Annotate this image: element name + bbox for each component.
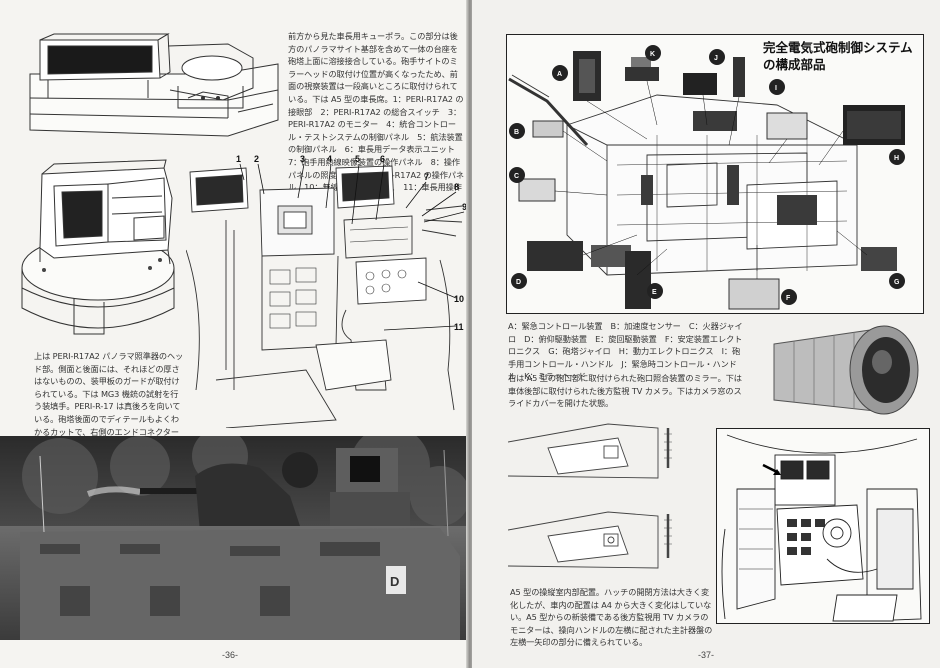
peri-r17a2-head-drawing [14,158,182,340]
callout-9: 9 [462,202,467,212]
page-number-left: -36- [222,650,239,660]
rear-tv-camera-drawings [508,418,698,586]
callout-11: 11 [454,322,464,332]
callout-1: 1 [236,154,241,164]
component-legend: A：緊急コントロール装置 B：加速度センサー C：火器ジャイロ D：俯仰駆動装置… [508,321,743,382]
part-label-j: J [714,55,718,62]
book-gutter [466,0,474,668]
callout-2: 2 [254,154,259,164]
cupola-front-drawing [28,28,280,140]
right-page: 完全電気式砲制御システムの構成部品 [472,0,940,668]
fire-control-components-diagram: 完全電気式砲制御システムの構成部品 [506,34,924,314]
loader-mg3-photo: D [0,436,468,640]
part-label-h: H [894,155,899,162]
page-number-right: -37- [698,650,715,660]
callout-8: 8 [454,182,459,192]
callout-7: 7 [424,172,429,182]
callout-5: 5 [355,154,360,164]
callout-4: 4 [327,154,332,164]
part-label-a: A [557,71,562,78]
callout-10: 10 [454,294,464,304]
part-label-d: D [516,279,521,286]
callout-6: 6 [380,154,385,164]
left-page: 前方から見た車長用キューポラ。この部分は後方のパノラマサイト基部を含めて一体の台… [0,0,468,668]
driver-compartment-drawing [716,428,930,624]
part-label-c: C [514,173,519,180]
part-label-i: I [775,85,777,92]
driver-compartment-description: A5 型の操縦室内部配置。ハッチの開閉方法は大きく変化したが、車内の配置は A4… [510,587,713,648]
mirror-camera-description: 右は A5 型の砲口部に取付けられた砲口照合装置のミラー。下は車体後部に取付けら… [508,373,742,409]
callout-3: 3 [300,154,305,164]
commander-station-drawing: 1 2 3 4 5 6 7 8 9 10 11 [186,150,468,428]
part-label-g: G [894,279,900,286]
part-label-f: F [786,295,791,302]
part-label-b: B [514,129,519,136]
hull-marking-letter: D [390,574,399,589]
diagram-title: 完全電気式砲制御システムの構成部品 [763,40,913,72]
part-label-k: K [650,51,655,58]
muzzle-mirror-photo [754,316,930,420]
part-label-e: E [652,289,657,296]
